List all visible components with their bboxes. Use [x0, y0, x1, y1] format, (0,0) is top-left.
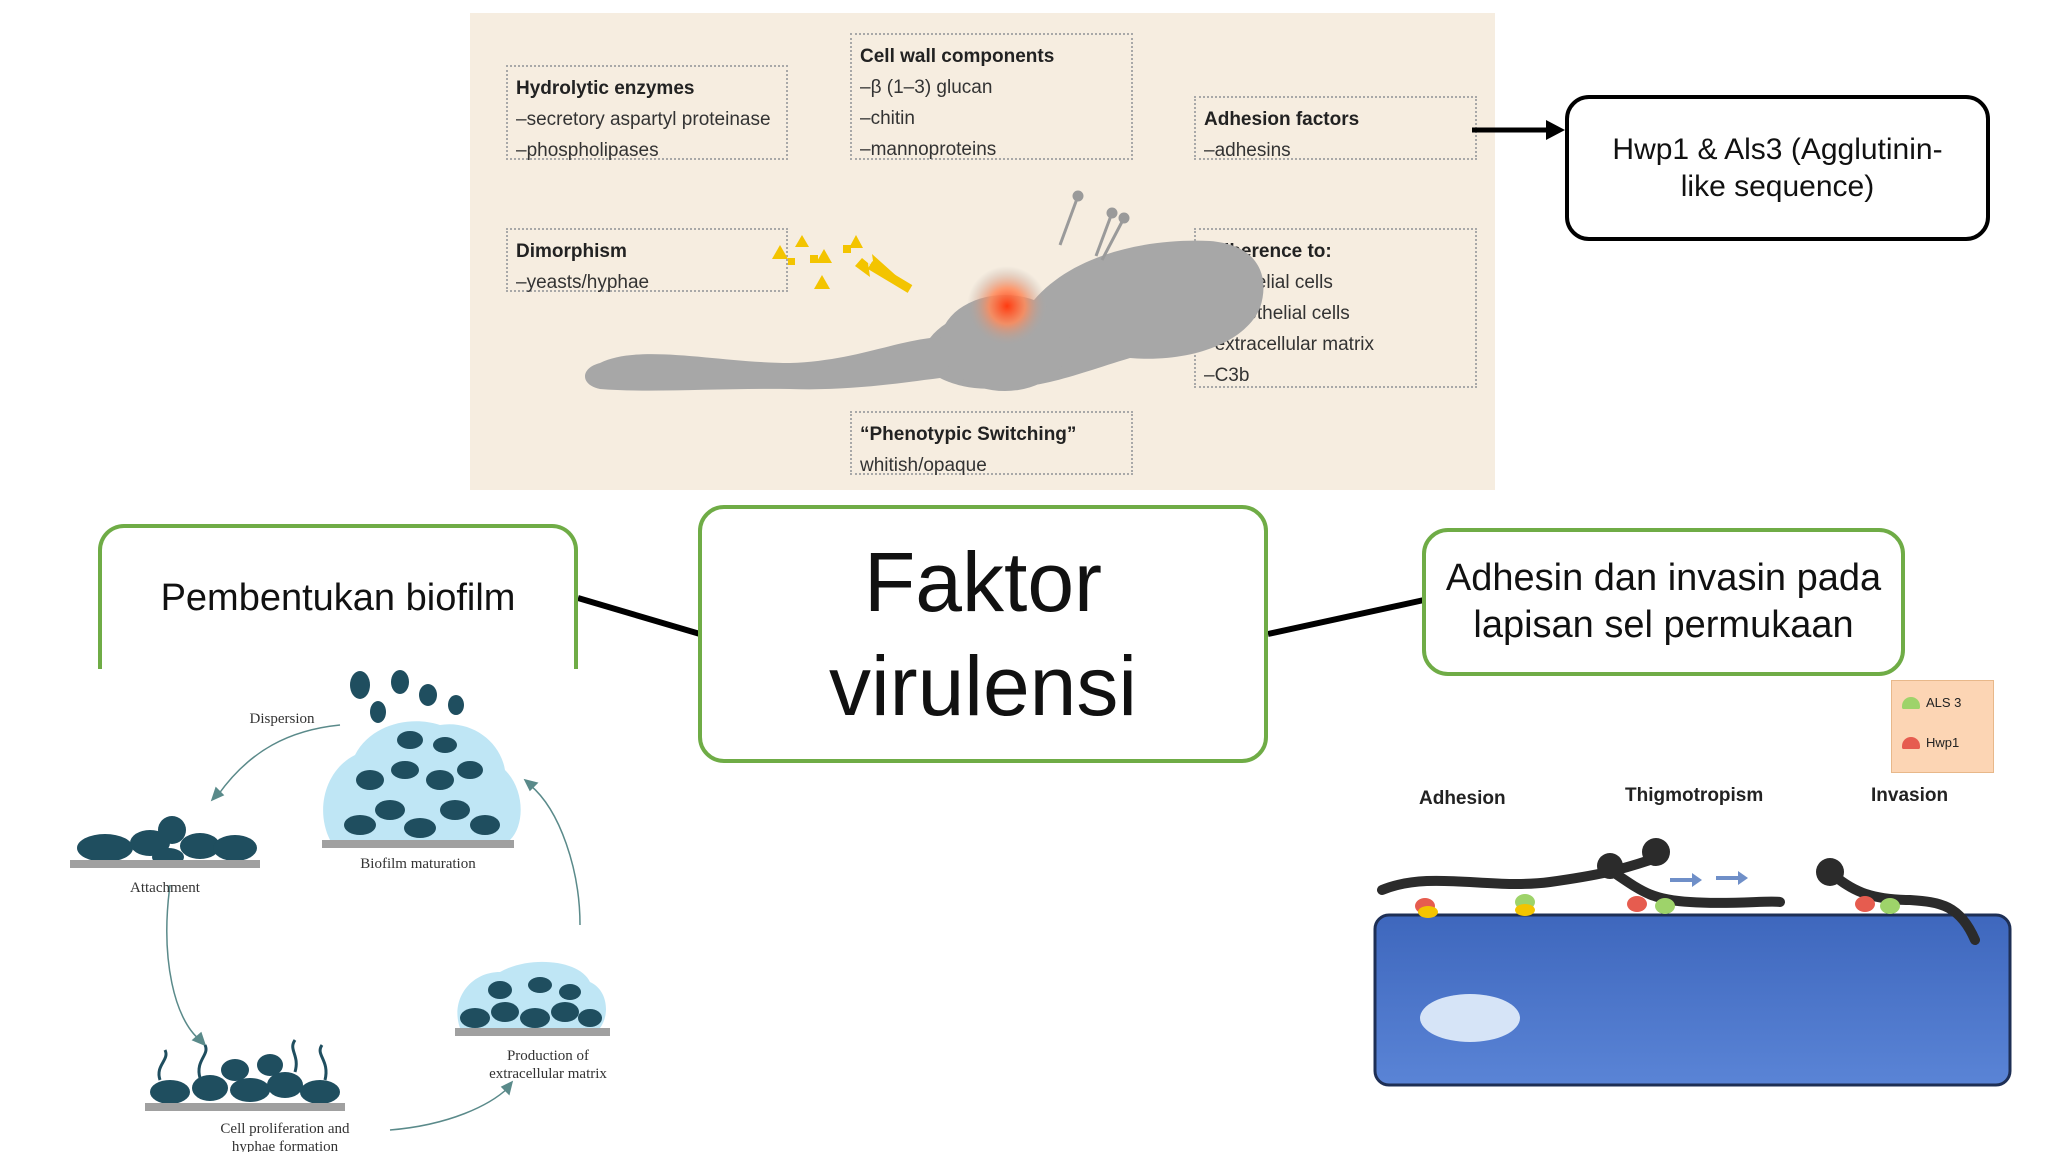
adhesion-label: Adhesion — [1419, 788, 1506, 809]
adhesin-proteins — [1415, 894, 1900, 918]
virulence-panel: Hydrolytic enzymes secretory aspartyl pr… — [470, 13, 1495, 490]
adhesin-stalks — [1058, 190, 1130, 261]
legend-hwp1-label: Hwp1 — [1926, 735, 1960, 750]
cycle-arrows — [166, 724, 581, 1131]
proliferation-figure — [150, 1054, 340, 1104]
cell-wall-box: Cell wall components β (1–3) glucan chit… — [850, 33, 1133, 160]
dimorphism-title: Dimorphism — [516, 241, 627, 262]
dimorphism-box: Dimorphism yeasts/hyphae — [506, 228, 788, 293]
phenotypic-switching-text: whitish/opaque — [860, 455, 987, 476]
cell-wall-item: β (1–3) glucan — [860, 72, 1123, 103]
hydrolytic-item: phospholipases — [516, 135, 778, 166]
cell-wall-title: Cell wall components — [860, 46, 1055, 67]
adhesion-factors-title: Adhesion factors — [1204, 109, 1360, 130]
cell-wall-item: mannoproteins — [860, 134, 1123, 165]
proliferation-label-2: hyphae formation — [232, 1139, 339, 1152]
callout-text: Hwp1 & Als3 (Agglutinin-like sequence) — [1612, 133, 1943, 203]
attachment-label: Attachment — [130, 880, 201, 896]
legend-hwp1: Hwp1 — [1902, 735, 1959, 750]
faktor-virulensi-node: Faktor virulensi — [698, 505, 1268, 763]
thigmotropism-label: Thigmotropism — [1625, 785, 1764, 806]
legend-als3: ALS 3 — [1902, 695, 1961, 710]
biofilm-node: Pembentukan biofilm — [98, 524, 578, 669]
adhesin-invasin-node: Adhesin dan invasin pada lapisan sel per… — [1422, 528, 1905, 676]
center-title-line1: Faktor — [863, 535, 1103, 629]
adhesin-invasin-node-text: Adhesin dan invasin pada lapisan sel per… — [1445, 557, 1882, 646]
production-label-2: extracellular matrix — [489, 1066, 607, 1082]
enzyme-particles — [772, 235, 863, 289]
adhesion-factors-box: Adhesion factors adhesins — [1194, 96, 1477, 161]
host-cell — [1373, 913, 2012, 1087]
phenotypic-switching-box: “Phenotypic Switching” whitish/opaque — [850, 411, 1133, 476]
hwp1-legend-icon — [1902, 736, 1920, 749]
cell-wall-item: chitin — [860, 103, 1123, 134]
adhesion-invasion-diagram — [1373, 838, 2012, 1087]
adhesion-factors-item: adhesins — [1204, 135, 1467, 166]
adherence-item: extracellular matrix — [1204, 329, 1467, 360]
hwp1-als3-callout: Hwp1 & Als3 (Agglutinin-like sequence) — [1565, 95, 1990, 241]
biofilm-maturation-label: Biofilm maturation — [360, 856, 476, 872]
dispersion-label: Dispersion — [250, 711, 315, 727]
attachment-figure — [77, 816, 257, 866]
adherence-item: C3b — [1204, 360, 1467, 391]
connector-left — [577, 595, 701, 637]
biofilm-maturation-figure — [322, 670, 521, 848]
hydrolytic-enzymes-title: Hydrolytic enzymes — [516, 78, 695, 99]
invasion-label: Invasion — [1871, 785, 1949, 806]
center-title-line2: virulensi — [828, 639, 1138, 733]
production-label-1: Production of — [507, 1048, 589, 1064]
legend-als3-label: ALS 3 — [1926, 695, 1962, 710]
connector-right — [1267, 597, 1425, 637]
thigmotropism-arrows — [1670, 871, 1748, 887]
host-nucleus — [1420, 994, 1520, 1042]
callout-arrow — [1472, 120, 1565, 140]
candida-cell-illustration — [585, 190, 1264, 391]
als3-legend-icon — [1902, 696, 1920, 709]
dimorphism-item: yeasts/hyphae — [516, 267, 778, 298]
hyphal-tips — [1597, 838, 1844, 886]
hydrolytic-enzymes-box: Hydrolytic enzymes secretory aspartyl pr… — [506, 65, 788, 161]
biofilm-node-text: Pembentukan biofilm — [160, 577, 516, 619]
proliferation-label-1: Cell proliferation and — [220, 1121, 350, 1137]
phenotypic-switching-title: “Phenotypic Switching” — [860, 424, 1077, 445]
hydrolytic-item: secretory aspartyl proteinase — [516, 104, 778, 135]
matrix-production-figure — [457, 961, 606, 1028]
nucleus-glow — [967, 266, 1047, 346]
biofilm-cycle-diagram: Biofilm maturation Dispersion Attachment… — [70, 670, 610, 1152]
legend-box: ALS 3 Hwp1 — [1891, 680, 1994, 773]
